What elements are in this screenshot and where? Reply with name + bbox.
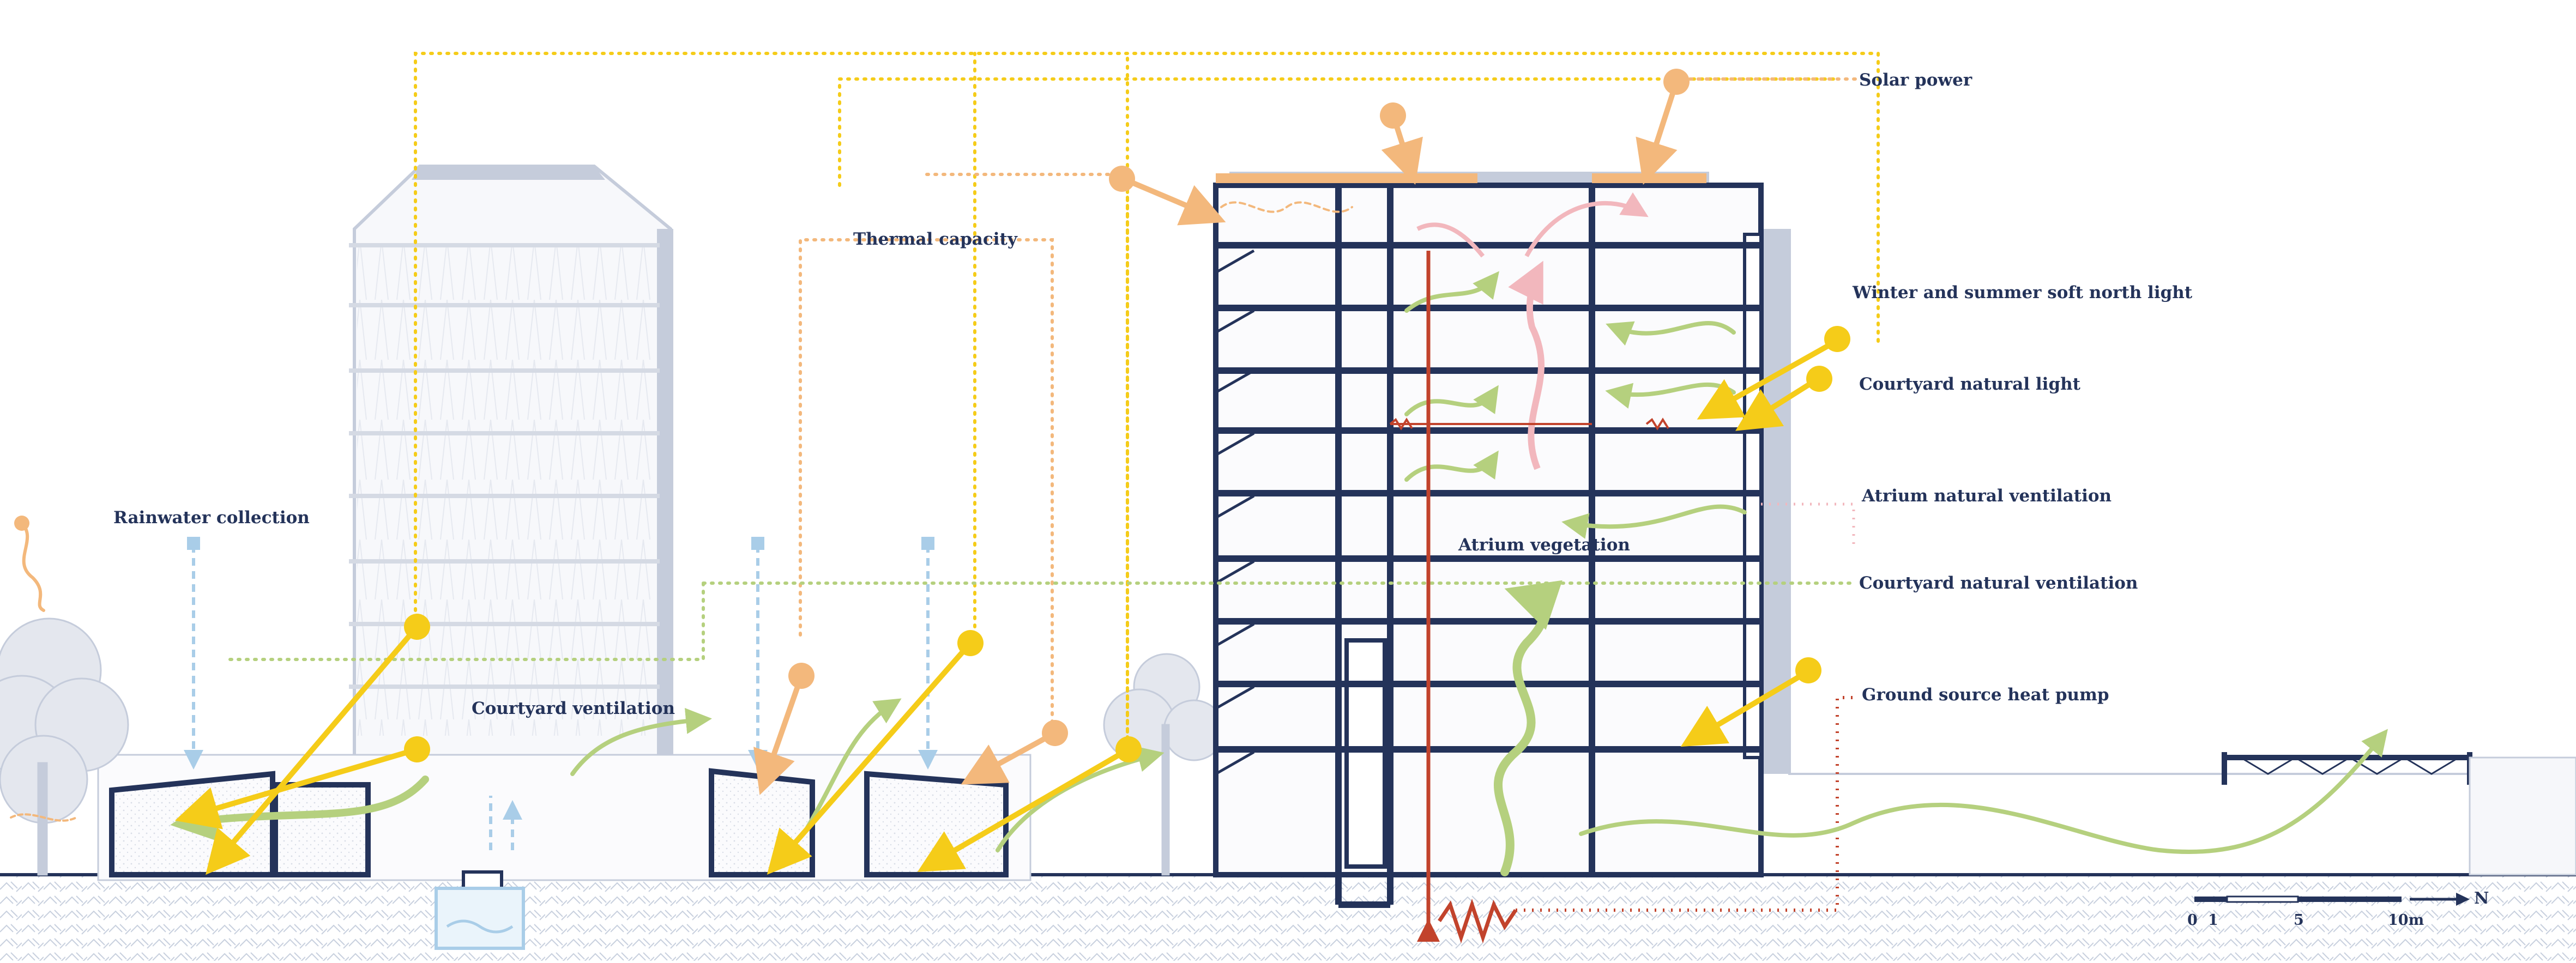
pink-dotted-connector xyxy=(1761,502,1855,550)
label-ground-source: Ground source heat pump xyxy=(1862,685,2109,705)
heating-coil xyxy=(1389,417,1669,431)
water-droplet-icon xyxy=(187,537,934,550)
label-north-light: Winter and summer soft north light xyxy=(1853,283,2193,302)
courtyard-buildings xyxy=(97,754,1031,950)
ground-hatch xyxy=(0,875,2576,961)
label-courtyard-natural-ventilation: Courtyard natural ventilation xyxy=(1859,573,2138,593)
label-rainwater: Rainwater collection xyxy=(113,508,310,528)
rainwater-downpipes xyxy=(184,545,938,850)
label-courtyard-light: Courtyard natural light xyxy=(1859,374,2080,394)
label-courtyard-ventilation: Courtyard ventilation xyxy=(472,699,675,718)
ventilation-flows xyxy=(170,271,2388,876)
background-tower xyxy=(349,165,673,759)
label-thermal-capacity: Thermal capacity xyxy=(853,229,1017,249)
sun-icon xyxy=(14,69,1850,762)
north-arrow-icon xyxy=(2456,893,2470,906)
scale-tick-1: 1 xyxy=(2208,912,2218,929)
atrium-airflow xyxy=(1416,192,1649,470)
label-atrium-ventilation: Atrium natural ventilation xyxy=(1862,486,2112,506)
scale-bar xyxy=(2194,893,2470,906)
north-label: N xyxy=(2474,889,2489,908)
label-solar-power: Solar power xyxy=(1859,70,1972,90)
heat-pump-loop xyxy=(1428,251,1517,937)
tree-icon xyxy=(0,617,1225,876)
main-building-section xyxy=(1213,172,1791,908)
scale-tick-0: 0 xyxy=(2187,912,2198,929)
label-atrium-vegetation: Atrium vegetation xyxy=(1458,535,1630,555)
site-pavilion xyxy=(1788,752,2576,876)
scale-tick-10m: 10m xyxy=(2388,912,2424,929)
orange-dotted-connectors xyxy=(799,77,1861,737)
scale-tick-5: 5 xyxy=(2294,912,2304,929)
sun-rays xyxy=(10,79,1840,875)
